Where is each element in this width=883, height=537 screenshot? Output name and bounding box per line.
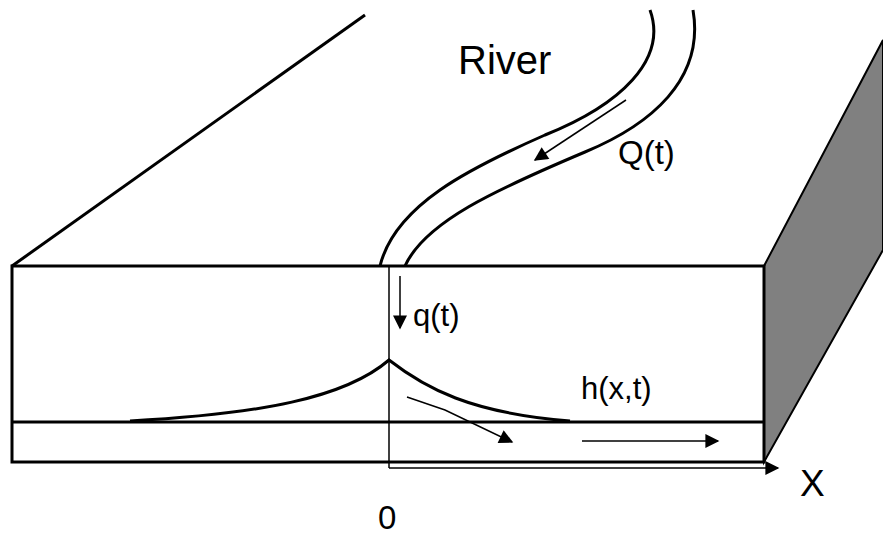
side-face (764, 40, 883, 462)
axis-label: X (800, 465, 825, 502)
x-axis (389, 467, 778, 469)
layer-line (12, 421, 764, 424)
river-label: River (458, 40, 551, 80)
head-label: h(x,t) (581, 373, 652, 404)
river-bank (405, 10, 695, 266)
recharge-arrow (399, 276, 401, 328)
flow-arrow (582, 440, 718, 442)
flow-arrow (535, 100, 626, 160)
discharge-label: Q(t) (618, 136, 675, 169)
top-edge (12, 15, 365, 266)
front-face (12, 266, 764, 462)
water-table (130, 360, 570, 421)
recharge-label: q(t) (413, 300, 460, 331)
origin-label: 0 (378, 501, 396, 534)
flow-arrow (407, 397, 512, 442)
origin-line (388, 266, 390, 468)
